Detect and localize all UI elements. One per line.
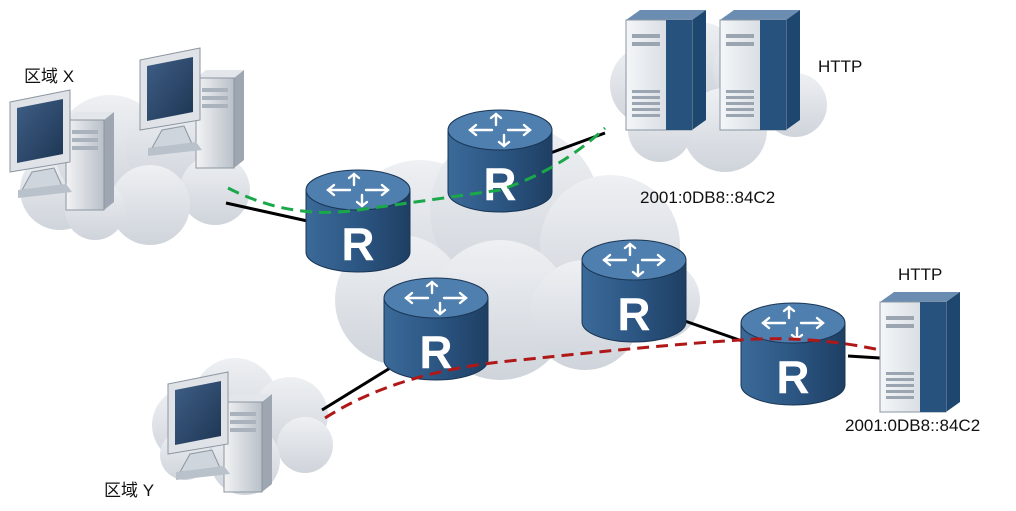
- http-bottom-label: HTTP: [898, 265, 942, 284]
- link-zone-x-router-1: [225, 201, 313, 224]
- link-zone-y-router-3: [321, 363, 396, 412]
- router-2-letter: R: [483, 158, 516, 210]
- link-router-5-server-bottom: [847, 354, 881, 360]
- zone-y-label: 区域 Y: [104, 481, 154, 500]
- router-4-letter: R: [617, 288, 650, 340]
- router-1-letter: R: [341, 218, 374, 270]
- http-server-top-1[interactable]: [625, 9, 707, 131]
- router-3-letter: R: [419, 326, 452, 378]
- link-router-4-router-5: [681, 318, 746, 344]
- green-route-path: [227, 126, 607, 214]
- router-3[interactable]: R: [382, 276, 490, 382]
- address-bottom-label: 2001:0DB8::84C2: [845, 416, 980, 435]
- router-1[interactable]: R: [304, 168, 412, 274]
- http-server-bottom[interactable]: [879, 291, 961, 413]
- red-route-path: [324, 337, 881, 420]
- zone-x-label: 区域 X: [24, 67, 74, 86]
- router-5-letter: R: [776, 351, 809, 403]
- router-4[interactable]: R: [580, 238, 688, 344]
- router-5[interactable]: R: [739, 301, 847, 407]
- router-2[interactable]: R: [446, 108, 554, 214]
- address-top-label: 2001:0DB8::84C2: [640, 188, 775, 207]
- network-links: [225, 131, 881, 412]
- zone-x-pc-2[interactable]: [139, 47, 245, 169]
- http-server-top-2[interactable]: [719, 9, 801, 131]
- http-top-label: HTTP: [818, 57, 862, 76]
